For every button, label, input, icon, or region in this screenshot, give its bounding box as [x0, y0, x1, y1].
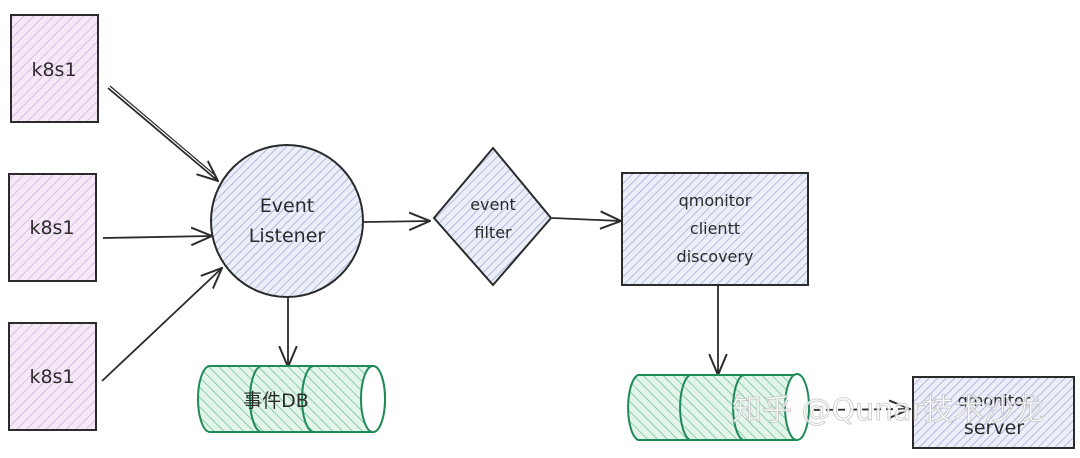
- node-event-filter[interactable]: event filter: [432, 146, 553, 287]
- node-k8s-3-label: k8s1: [29, 366, 74, 388]
- edge-k8s1-to-listener-double: [109, 85, 217, 177]
- node-event-listener[interactable]: Event Listener: [210, 144, 364, 298]
- watermark-text: 知乎 @Qunar技术沙龙: [732, 393, 1044, 428]
- node-event-db[interactable]: 事件DB: [197, 365, 386, 433]
- event-filter-label-line1: event: [470, 195, 516, 214]
- qmonitor-client-label-line1: qmonitor: [679, 191, 752, 210]
- edge-k8s2-to-listener: [102, 236, 212, 238]
- event-filter-label-line2: filter: [474, 223, 512, 242]
- edge-k8s3-to-listener: [101, 268, 222, 382]
- event-listener-label-line2: Listener: [249, 225, 326, 247]
- node-k8s-3[interactable]: k8s1: [8, 322, 97, 431]
- node-k8s-2[interactable]: k8s1: [8, 173, 97, 282]
- node-k8s-2-label: k8s1: [29, 217, 74, 239]
- qmonitor-server-label-line1: qmonitor: [958, 391, 1031, 410]
- qmonitor-client-label-line3: discovery: [677, 247, 754, 266]
- edge-filter-to-client: [551, 218, 621, 221]
- node-k8s-1[interactable]: k8s1: [10, 14, 99, 123]
- edge-k8s1-to-listener: [107, 87, 218, 181]
- edge-db-to-server: [813, 409, 910, 410]
- node-k8s-1-label: k8s1: [31, 59, 76, 81]
- event-db-label: 事件DB: [243, 390, 309, 412]
- event-listener-label-line1: Event: [260, 195, 314, 217]
- node-qmonitor-server[interactable]: qmonitor server: [912, 376, 1075, 449]
- node-qmonitor-client[interactable]: qmonitor clientt discovery: [621, 172, 809, 286]
- qmonitor-server-label-line2: server: [964, 417, 1024, 439]
- edge-listener-to-filter: [363, 221, 430, 222]
- node-client-db[interactable]: [627, 373, 810, 441]
- qmonitor-client-label-line2: clientt: [690, 219, 740, 238]
